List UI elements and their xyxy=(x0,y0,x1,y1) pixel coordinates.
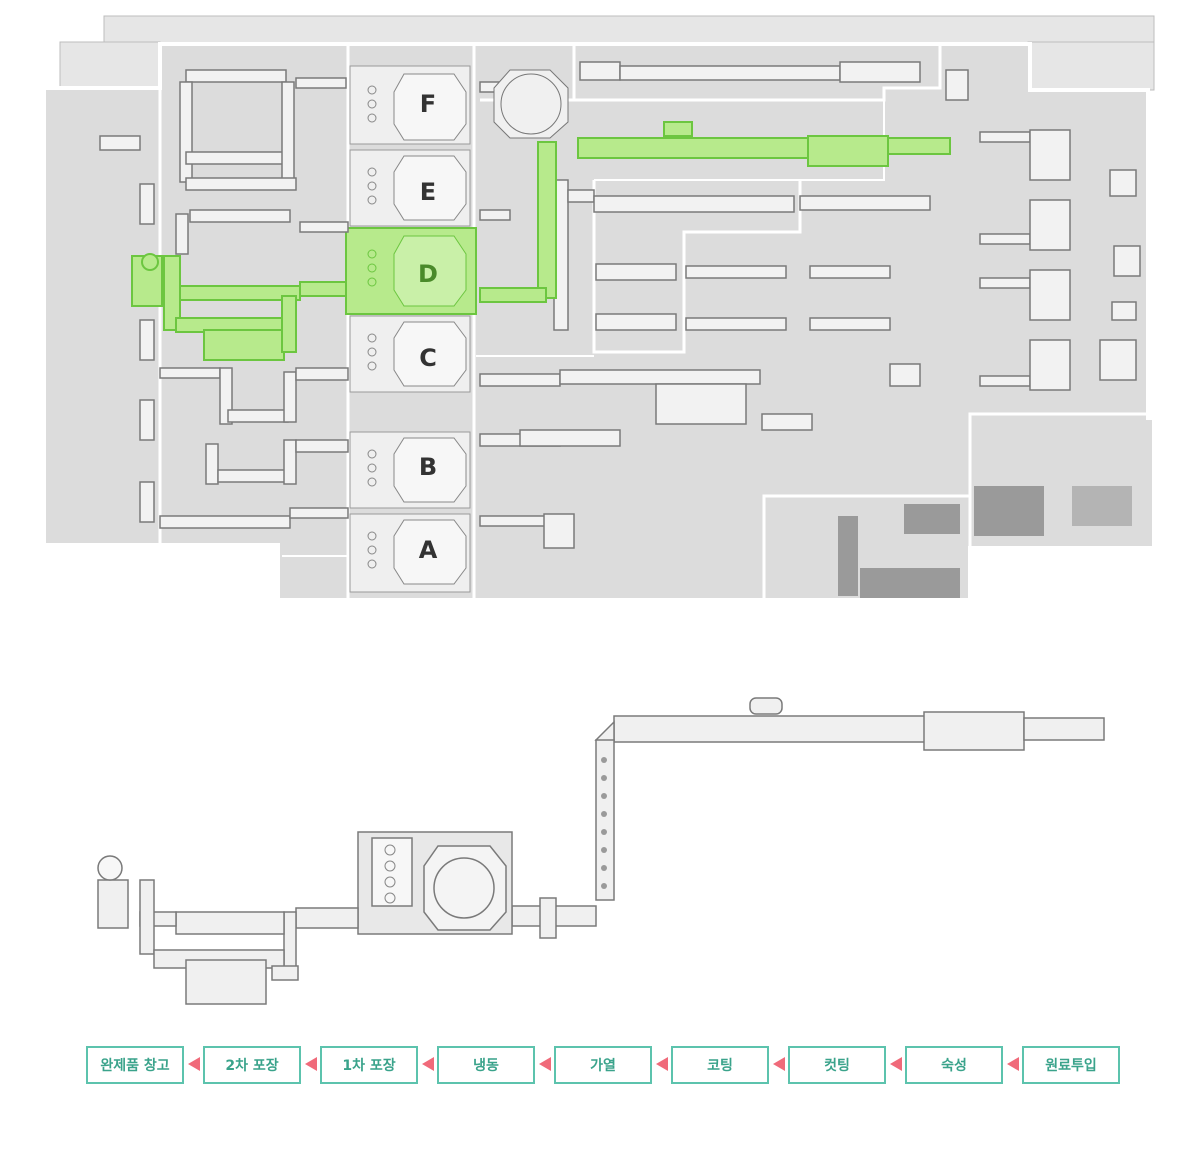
flow-arrow-icon xyxy=(1007,1057,1019,1071)
step-aging[interactable]: 숙성 xyxy=(905,1046,1003,1084)
zone-f[interactable]: F xyxy=(349,65,471,145)
step-label: 가열 xyxy=(590,1058,616,1074)
zone-label-e: E xyxy=(420,178,436,206)
step-label: 원료투입 xyxy=(1045,1058,1097,1074)
flow-arrow-icon xyxy=(305,1057,317,1071)
zone-b[interactable]: B xyxy=(349,431,471,509)
zone-d[interactable]: D xyxy=(345,227,477,315)
zone-label-f: F xyxy=(420,90,436,118)
step-label: 코팅 xyxy=(707,1058,733,1074)
flow-arrow-icon xyxy=(773,1057,785,1071)
spiral-unit xyxy=(493,69,569,139)
pallet-grid xyxy=(838,486,1132,598)
step-coating[interactable]: 코팅 xyxy=(671,1046,769,1084)
step-label: 숙성 xyxy=(941,1058,967,1074)
flow-arrow-icon xyxy=(422,1057,434,1071)
process-detail-diagram xyxy=(97,697,1105,1005)
step-label: 냉동 xyxy=(473,1058,499,1074)
flow-arrow-icon xyxy=(890,1057,902,1071)
step-primary-packaging[interactable]: 1차 포장 xyxy=(320,1046,418,1084)
zone-c[interactable]: C xyxy=(349,315,471,393)
step-label: 2차 포장 xyxy=(225,1058,279,1074)
zone-label-a: A xyxy=(419,536,438,564)
flow-arrow-icon xyxy=(656,1057,668,1071)
zone-a[interactable]: A xyxy=(349,513,471,593)
flow-arrow-icon xyxy=(539,1057,551,1071)
step-label: 완제품 창고 xyxy=(100,1058,170,1074)
zone-e[interactable]: E xyxy=(349,149,471,227)
zone-label-d: D xyxy=(418,260,438,288)
highlighted-process-path xyxy=(131,121,951,361)
step-cutting[interactable]: 컷팅 xyxy=(788,1046,886,1084)
zone-label-c: C xyxy=(419,344,437,372)
zone-label-b: B xyxy=(419,453,437,481)
flow-arrow-icon xyxy=(188,1057,200,1071)
step-finished-goods-warehouse[interactable]: 완제품 창고 xyxy=(86,1046,184,1084)
conveyor-lines xyxy=(99,61,1141,549)
step-secondary-packaging[interactable]: 2차 포장 xyxy=(203,1046,301,1084)
step-raw-material-input[interactable]: 원료투입 xyxy=(1022,1046,1120,1084)
freezer-column: F E D C B A xyxy=(345,65,477,593)
step-label: 1차 포장 xyxy=(342,1058,396,1074)
step-freezing[interactable]: 냉동 xyxy=(437,1046,535,1084)
process-flow-steps: 완제품 창고 2차 포장 1차 포장 냉동 가열 코팅 컷팅 숙성 원료투입 xyxy=(86,1046,1120,1084)
step-heating[interactable]: 가열 xyxy=(554,1046,652,1084)
factory-floor-plan: F E D C B A xyxy=(42,15,1156,1005)
step-label: 컷팅 xyxy=(824,1058,850,1074)
